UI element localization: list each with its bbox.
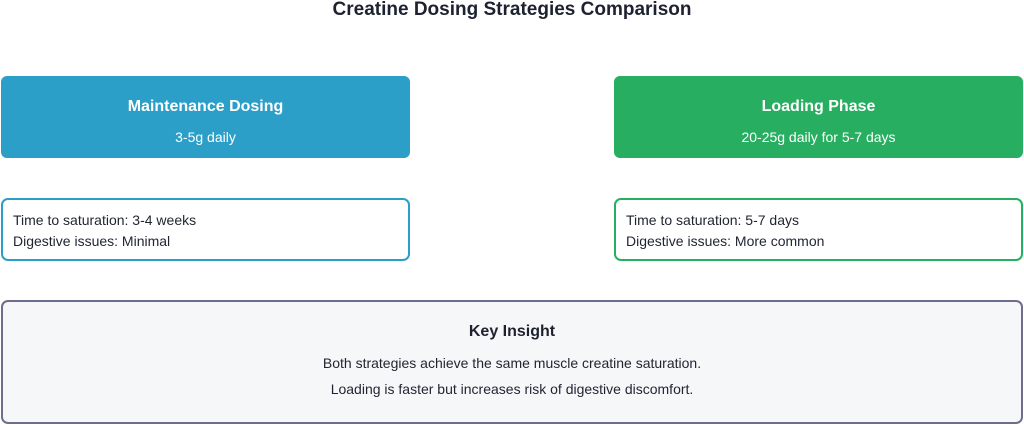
diagram-title: Creatine Dosing Strategies Comparison (332, 0, 692, 20)
key-insight-box: Key Insight Both strategies achieve the … (1, 300, 1023, 424)
loading-details-box: Time to saturation: 5-7 days Digestive i… (614, 198, 1023, 261)
loading-saturation-time: Time to saturation: 5-7 days (626, 212, 800, 228)
maintenance-details-box: Time to saturation: 3-4 weeks Digestive … (1, 198, 410, 261)
loading-phase-dose: 20-25g daily for 5-7 days (741, 129, 896, 145)
key-insight-heading: Key Insight (468, 323, 556, 340)
key-insight-line-1: Both strategies achieve the same muscle … (322, 355, 702, 371)
maintenance-saturation-time: Time to saturation: 3-4 weeks (13, 212, 197, 228)
loading-phase-heading: Loading Phase (761, 98, 876, 115)
key-insight-line-2: Loading is faster but increases risk of … (330, 381, 694, 397)
maintenance-digestive-issues: Digestive issues: Minimal (13, 233, 171, 249)
maintenance-dosing-dose: 3-5g daily (175, 129, 236, 145)
maintenance-dosing-box: Maintenance Dosing 3-5g daily (1, 76, 410, 158)
loading-digestive-issues: Digestive issues: More common (626, 233, 825, 249)
loading-phase-box: Loading Phase 20-25g daily for 5-7 days (614, 76, 1023, 158)
maintenance-dosing-heading: Maintenance Dosing (127, 98, 284, 115)
